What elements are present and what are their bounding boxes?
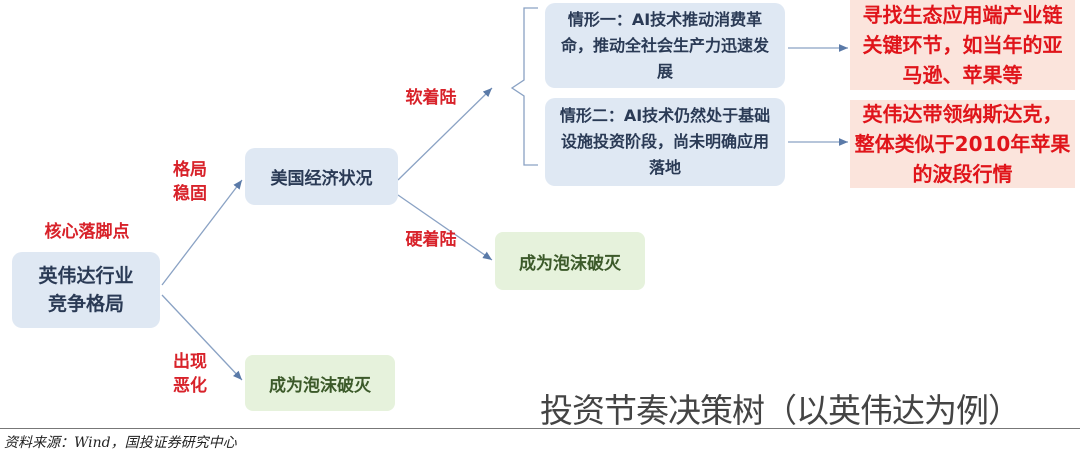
root-node: 英伟达行业竞争格局 [12, 252, 160, 328]
source-note: 资料来源：Wind，国投证券研究中心 [4, 435, 237, 451]
case2-node: 情形二：AI技术仍然处于基础设施投资阶段，尚未明确应用落地 [545, 98, 785, 186]
branch-worse-label: 出现恶化 [173, 352, 207, 396]
core-label: 核心落脚点 [44, 222, 130, 242]
bubble-node-2: 成为泡沫破灭 [245, 355, 395, 411]
us-economy-node: 美国经济状况 [245, 148, 398, 205]
result1-node: 寻找生态应用端产业链关键环节，如当年的亚马逊、苹果等 [850, 0, 1075, 90]
diagram-title: 投资节奏决策树（以英伟达为例） [540, 391, 1021, 430]
branch-stable-label: 格局稳固 [173, 160, 207, 204]
hard-landing-label: 硬着陆 [405, 230, 457, 250]
bubble-node-1: 成为泡沫破灭 [495, 232, 645, 290]
result2-node: 英伟达带领纳斯达克，整体类似于2010年苹果的波段行情 [850, 100, 1075, 188]
case1-node: 情形一：AI技术推动消费革命，推动全社会生产力迅速发展 [545, 3, 785, 88]
soft-landing-label: 软着陆 [405, 88, 457, 108]
divider [0, 428, 1080, 429]
